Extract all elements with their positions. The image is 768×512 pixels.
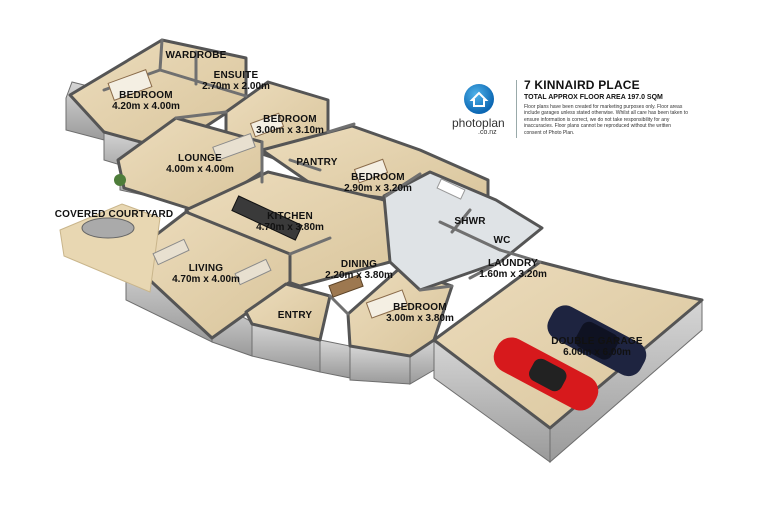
courtyard xyxy=(59,174,161,293)
room-dimensions: 6.00m x 6.00m xyxy=(563,347,631,358)
header-divider xyxy=(516,80,517,138)
room-name: BEDROOM xyxy=(393,302,447,313)
room-label-bedroom-1: BEDROOM 4.20m x 4.00m xyxy=(112,90,180,112)
room-dimensions: 3.00m x 3.80m xyxy=(386,313,454,324)
room-label-courtyard: COVERED COURTYARD xyxy=(55,209,174,220)
sofa-icon xyxy=(234,258,272,286)
bed-icon xyxy=(107,69,153,101)
room-label-dining: DINING 2.20m x 3.80m xyxy=(325,259,393,281)
room-name: BEDROOM xyxy=(351,172,405,183)
room-label-living: LIVING 4.70m x 4.00m xyxy=(172,263,240,285)
room-label-laundry: LAUNDRY 1.60m x 3.20m xyxy=(479,258,547,280)
room-dimensions: 4.00m x 4.00m xyxy=(166,164,234,175)
room-label-ensuite: ENSUITE 2.70m x 2.00m xyxy=(202,70,270,92)
room-label-kitchen: KITCHEN 4.70m x 3.80m xyxy=(256,211,324,233)
room-name: LAUNDRY xyxy=(488,258,538,269)
room-label-wardrobe: WARDROBE xyxy=(165,50,226,61)
room-dimensions: 4.20m x 4.00m xyxy=(112,101,180,112)
room-dimensions: 4.70m x 4.00m xyxy=(172,274,240,285)
garage-cars xyxy=(493,305,647,411)
room-dimensions: 1.60m x 3.20m xyxy=(479,269,547,280)
room-label-pantry: PANTRY xyxy=(296,157,337,168)
room-name: WARDROBE xyxy=(165,50,227,61)
kitchen-island-icon xyxy=(231,195,303,241)
plant-icon xyxy=(114,174,126,186)
room-name: DINING xyxy=(340,259,378,270)
courtyard-table xyxy=(81,217,135,239)
room-dimensions: 3.00m x 3.10m xyxy=(256,125,324,136)
room-label-shwr: SHWR xyxy=(454,216,485,227)
room-name: ENSUITE xyxy=(213,70,259,81)
logo-text: photoplan xyxy=(452,116,505,130)
sofa-icon xyxy=(152,238,190,266)
room-name: WC xyxy=(493,235,511,246)
bed-icon xyxy=(249,112,285,138)
room-label-lounge: LOUNGE 4.00m x 4.00m xyxy=(166,153,234,175)
room-label-entry: ENTRY xyxy=(278,310,313,321)
navy-car-icon xyxy=(547,305,647,377)
room-label-wc: WC xyxy=(493,235,510,246)
room-name: PANTRY xyxy=(296,157,338,168)
room-name: COVERED COURTYARD xyxy=(54,209,174,220)
dining-table-icon xyxy=(328,274,364,298)
room-label-bedroom-2: BEDROOM 3.00m x 3.10m xyxy=(256,114,324,136)
plan-header: photoplan .co.nz 7 KINNAIRD PLACE TOTAL … xyxy=(448,78,693,140)
room-name: LIVING xyxy=(188,263,224,274)
room-label-bedroom-4: BEDROOM 3.00m x 3.80m xyxy=(386,302,454,324)
room-name: LOUNGE xyxy=(178,153,222,164)
room-label-bedroom-3: BEDROOM 2.90m x 3.20m xyxy=(344,172,412,194)
room-name: SHWR xyxy=(454,216,486,227)
furniture xyxy=(107,69,466,319)
room-name: KITCHEN xyxy=(267,211,313,222)
property-address: 7 KINNAIRD PLACE xyxy=(524,78,640,92)
room-dimensions: 2.20m x 3.80m xyxy=(325,270,393,281)
logo-domain: .co.nz xyxy=(478,129,497,136)
room-name: ENTRY xyxy=(277,310,313,321)
bed-icon xyxy=(353,158,389,184)
room-dimensions: 2.90m x 3.20m xyxy=(344,183,412,194)
red-car-icon xyxy=(493,337,599,411)
room-label-garage: DOUBLE GARAGE 6.00m x 6.00m xyxy=(551,336,643,358)
house-icon xyxy=(464,84,494,114)
room-name: DOUBLE GARAGE xyxy=(551,336,643,347)
room-dimensions: 2.70m x 2.00m xyxy=(202,81,270,92)
photoplan-logo: photoplan .co.nz xyxy=(448,78,514,140)
sofa-icon xyxy=(212,132,256,162)
room-name: BEDROOM xyxy=(119,90,173,101)
bed-icon xyxy=(365,289,409,319)
total-floor-area: TOTAL APPROX FLOOR AREA 197.0 SQM xyxy=(524,94,663,101)
room-dimensions: 4.70m x 3.80m xyxy=(256,222,324,233)
bath-icon xyxy=(436,178,466,200)
room-name: BEDROOM xyxy=(263,114,317,125)
disclaimer-text: Floor plans have been created for market… xyxy=(524,104,688,136)
